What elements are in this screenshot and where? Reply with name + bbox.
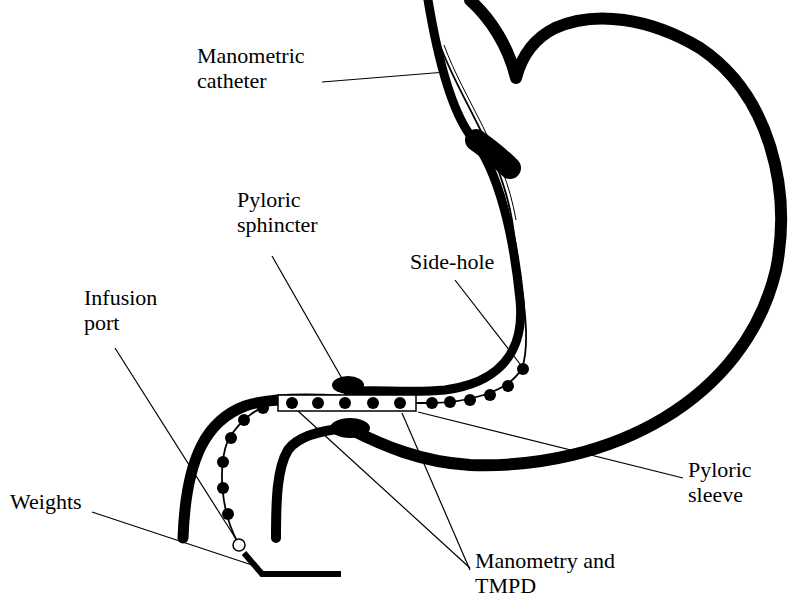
weights-label: Weights [10, 490, 82, 515]
manometric-catheter [222, 45, 526, 543]
side-hole-label: Side-hole [410, 250, 494, 275]
sphincter-label: Pyloric sphincter [237, 188, 347, 237]
duodenum-outer-wall [183, 399, 340, 538]
pyloric-sphincter-lower [330, 418, 370, 438]
catheter-label: Manometric catheter [197, 44, 322, 93]
pyloric-sleeve [278, 395, 416, 411]
sleeve-label: Pyloric sleeve [688, 458, 798, 507]
sleeve-sensors [286, 397, 406, 409]
weights [244, 553, 341, 574]
side-holes [217, 363, 529, 520]
pyloric-sphincter-upper [332, 376, 364, 394]
duodenum-inner-wall [276, 428, 348, 538]
esophagus-thickening [476, 140, 510, 168]
catheter-edge [444, 45, 516, 220]
infusion-port [233, 539, 245, 551]
leader-lines [92, 72, 683, 570]
lesser-curvature-wall [348, 0, 521, 392]
manometry-label: Manometry and TMPD [475, 549, 625, 598]
infusion-port-label: Infusion port [84, 286, 192, 335]
